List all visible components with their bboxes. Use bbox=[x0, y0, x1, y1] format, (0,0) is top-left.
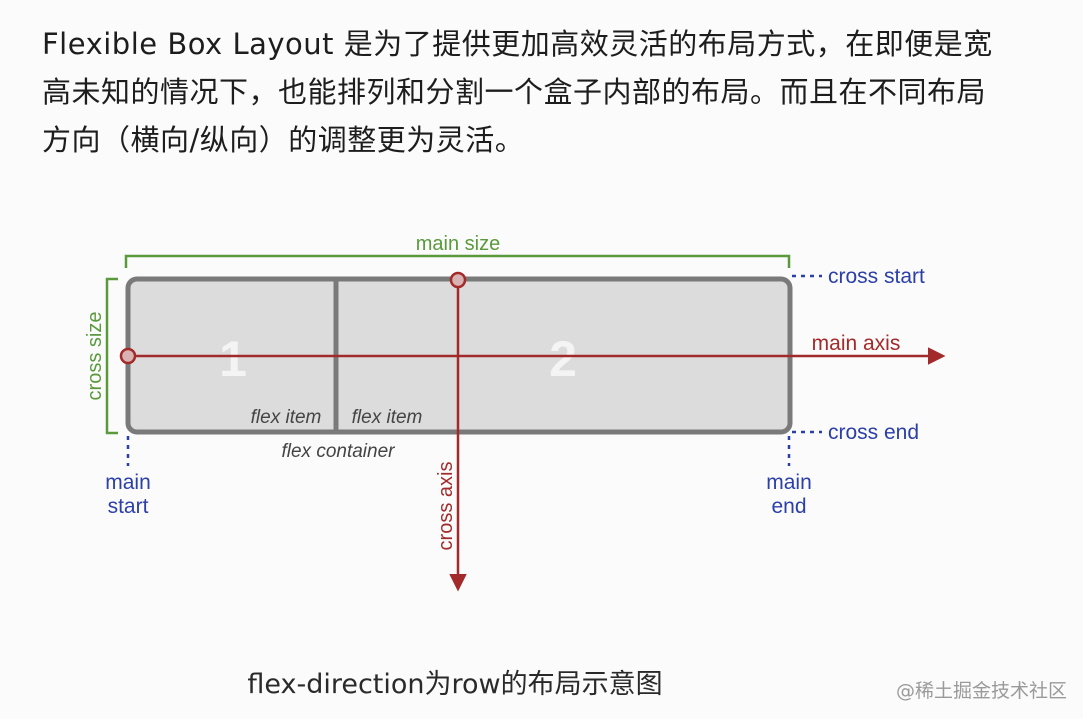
flex-item-1-number: 1 bbox=[219, 331, 247, 387]
intro-paragraph: Flexible Box Layout 是为了提供更加高效灵活的布局方式，在即便… bbox=[42, 27, 993, 157]
diagram-caption: flex-direction为row的布局示意图 bbox=[247, 669, 663, 700]
main-start-label-line1: main bbox=[105, 471, 151, 494]
main-end-label-line2: end bbox=[771, 495, 806, 518]
main-end-label-line1: main bbox=[766, 471, 812, 494]
cross-start-label: cross start bbox=[828, 265, 925, 288]
flex-item-label-1: flex item bbox=[251, 407, 322, 428]
cross-axis-label: cross axis bbox=[435, 462, 457, 551]
main-axis-origin-dot bbox=[119, 347, 137, 365]
flex-container-label: flex container bbox=[281, 441, 395, 462]
cross-axis-origin-dot bbox=[449, 271, 467, 289]
main-start-label-line2: start bbox=[108, 495, 149, 518]
flex-item-label-2: flex item bbox=[352, 407, 423, 428]
cross-size-label: cross size bbox=[84, 312, 106, 401]
flex-item-2-number: 2 bbox=[549, 331, 577, 387]
main-axis-label: main axis bbox=[812, 332, 901, 355]
watermark: @稀土掘金技术社区 bbox=[895, 680, 1067, 702]
cross-end-label: cross end bbox=[828, 421, 919, 444]
cross-size-bracket bbox=[105, 277, 118, 435]
main-size-bracket bbox=[124, 254, 791, 268]
main-size-label: main size bbox=[416, 233, 500, 255]
